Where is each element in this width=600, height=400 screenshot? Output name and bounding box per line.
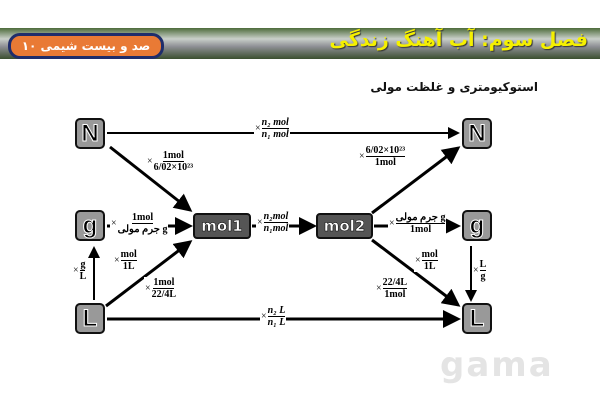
arrow-l-mol1 xyxy=(105,240,193,308)
arrow-mol2-n xyxy=(371,146,461,215)
node-mol1: mol1 xyxy=(193,213,251,239)
node-g-right: g xyxy=(462,210,492,241)
node-n-right: N xyxy=(462,118,492,149)
node-n-left: N xyxy=(75,118,105,149)
watermark-logo: gama xyxy=(440,345,554,385)
node-l-left: L xyxy=(75,303,105,334)
arrow-n-mol1 xyxy=(109,145,193,212)
arrow-mol2-l xyxy=(371,238,461,307)
node-l-right: L xyxy=(462,303,492,334)
node-mol2: mol2 xyxy=(316,213,373,239)
book-badge: صد و بیست شیمی ۱۰ xyxy=(8,33,164,59)
section-subtitle: استوکیومتری و غلظت مولی xyxy=(370,80,538,94)
node-g-left: g xyxy=(75,210,105,241)
chapter-title: فصل سوم: آب آهنگ زندگی xyxy=(329,29,588,51)
